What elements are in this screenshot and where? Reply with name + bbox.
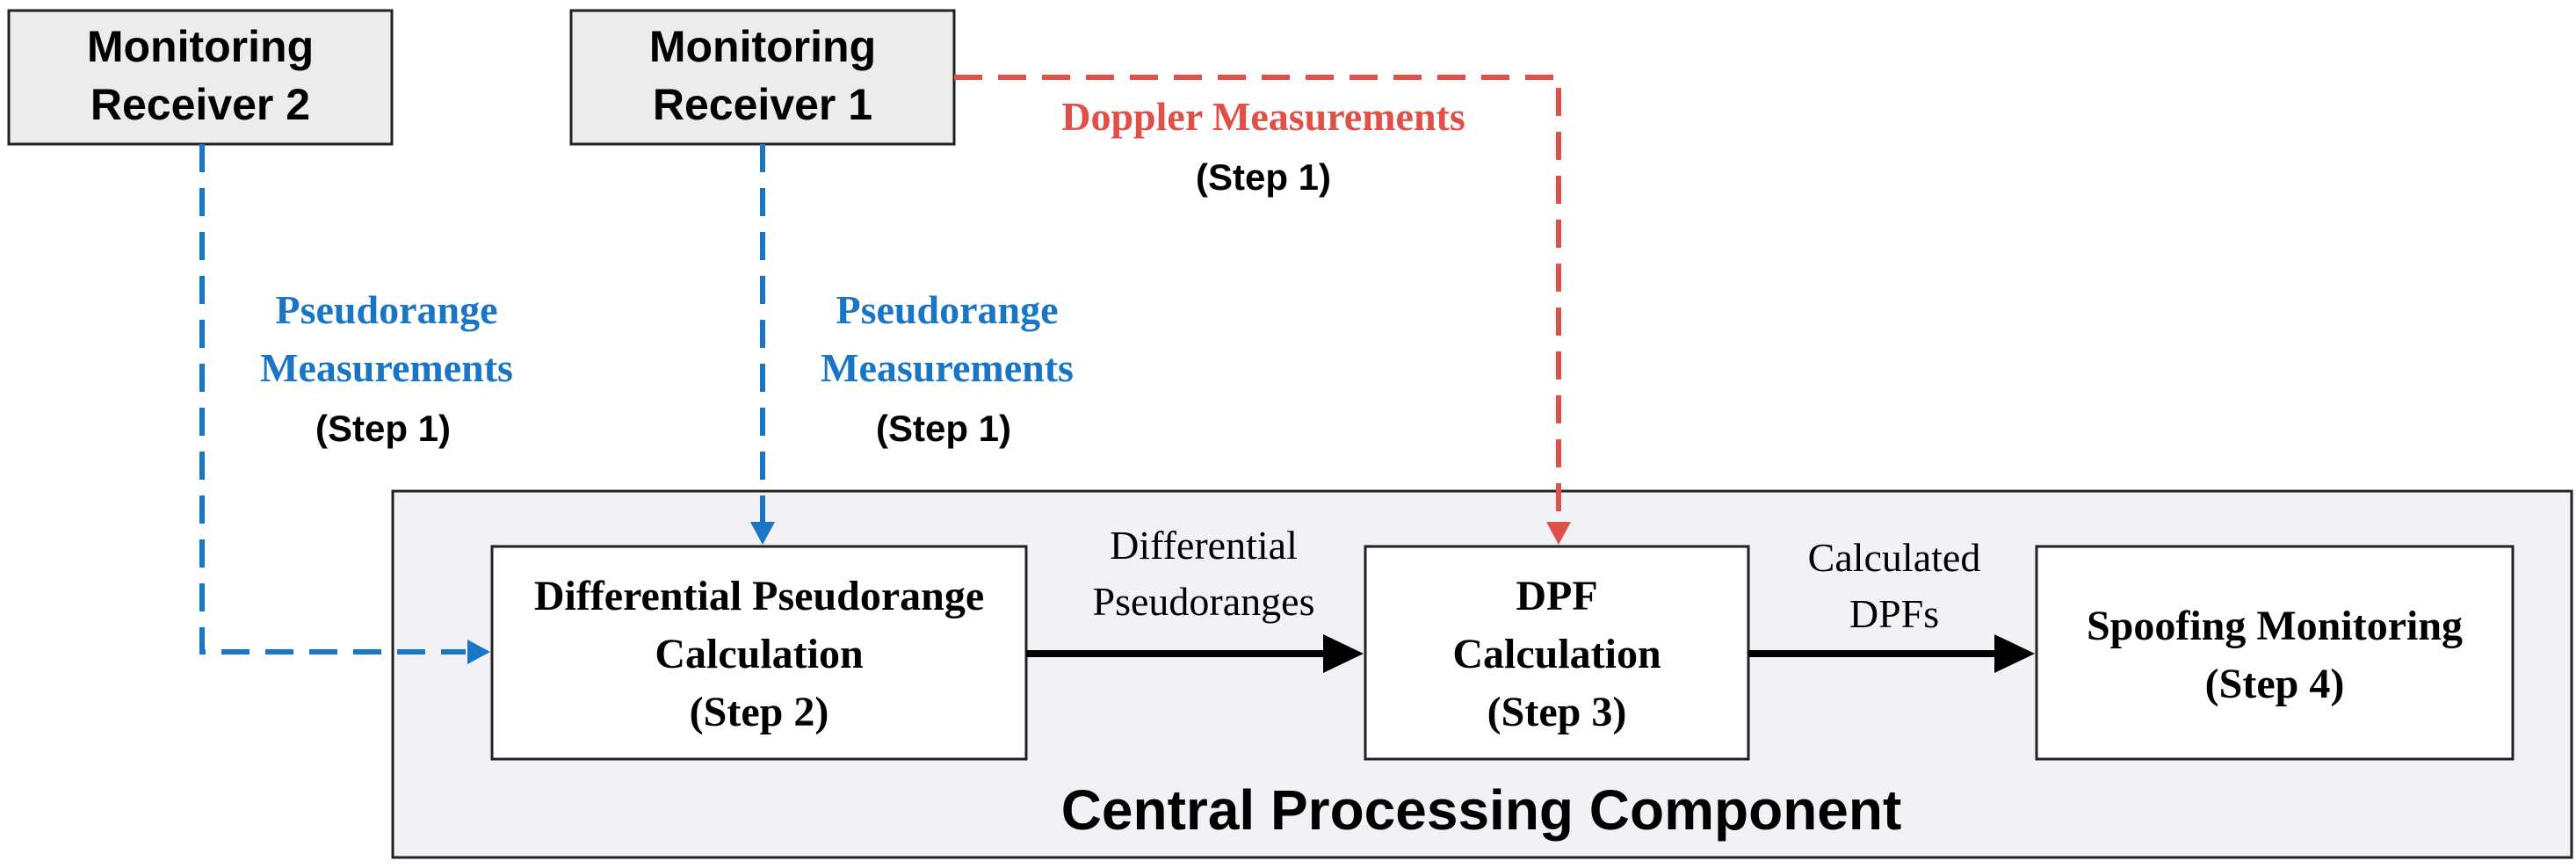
monitoring-receiver-2-box [7, 9, 394, 146]
differential-pseudoranges-label-line2: Pseudoranges [1093, 579, 1315, 624]
pseudorange-r2-label-line2: Measurements [260, 345, 513, 390]
monitoring-receiver-1-box [569, 9, 956, 146]
monitoring-receiver-2-line1: Monitoring [87, 22, 314, 71]
calculated-dpfs-label-line2: DPFs [1849, 591, 1939, 636]
differential-pseudoranges-label-line1: Differential [1110, 523, 1298, 568]
step3-block [1364, 545, 1750, 761]
pseudorange-r1-label-line1: Pseudorange [836, 287, 1059, 332]
doppler-arrowhead [1546, 522, 1571, 545]
step3-line3: (Step 3) [1487, 689, 1627, 735]
arrow-step3-to-step4-head [1994, 634, 2035, 673]
step4-line2: (Step 4) [2205, 661, 2345, 707]
step3-line2: Calculation [1452, 631, 1661, 677]
pseudorange-r2-dashed-line [199, 144, 466, 655]
pseudorange-r1-label-line2: Measurements [821, 345, 1074, 390]
monitoring-receiver-1-line2: Receiver 1 [653, 80, 872, 129]
pseudorange-r2-label-line1: Pseudorange [276, 287, 498, 332]
monitoring-receiver-2-line2: Receiver 2 [90, 80, 310, 129]
doppler-step-label: (Step 1) [1196, 156, 1331, 198]
arrow-step2-to-step3-head [1323, 634, 1364, 673]
step3-line1: DPF [1516, 573, 1597, 619]
central-processing-title: Central Processing Component [1061, 778, 1902, 842]
doppler-dashed-line [954, 75, 1561, 522]
pseudorange-r1-step-label: (Step 1) [876, 408, 1011, 449]
step2-line2: Calculation [655, 631, 863, 677]
step2-line1: Differential Pseudorange [534, 573, 984, 619]
calculated-dpfs-label-line1: Calculated [1808, 535, 1981, 580]
pseudorange-r2-step-label: (Step 1) [315, 408, 451, 449]
pseudorange-r2-arrowhead [467, 640, 490, 664]
pseudorange-r1-arrowhead [750, 522, 775, 545]
step4-block [2035, 545, 2514, 761]
step4-line1: Spoofing Monitoring [2087, 603, 2463, 649]
monitoring-receiver-1-line1: Monitoring [649, 22, 876, 71]
step2-line3: (Step 2) [690, 689, 829, 735]
doppler-label: Doppler Measurements [1061, 94, 1465, 139]
